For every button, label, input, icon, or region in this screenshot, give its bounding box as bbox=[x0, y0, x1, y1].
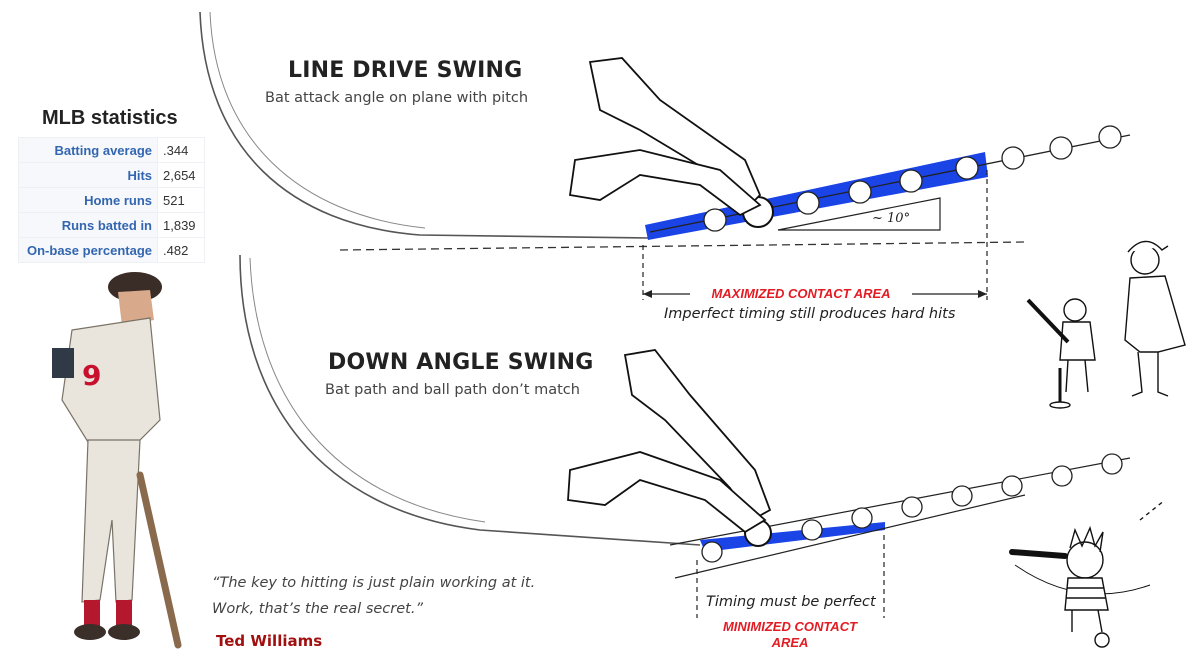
quote-line1: “The key to hitting is just plain workin… bbox=[212, 575, 536, 591]
torso bbox=[61, 317, 161, 443]
legs bbox=[81, 439, 141, 603]
coach-legs bbox=[1131, 351, 1169, 397]
ted-williams-figure: 9 bbox=[52, 272, 182, 649]
down-angle-note: Timing must be perfect bbox=[706, 594, 876, 610]
boy-bat bbox=[1009, 549, 1068, 559]
stats-value: 2,654 bbox=[157, 162, 205, 188]
swing-arc-lower bbox=[239, 254, 701, 546]
boy-body bbox=[1064, 577, 1109, 611]
balls-lower bbox=[701, 453, 1123, 563]
down-angle-subtitle: Bat path and ball path don’t match bbox=[325, 382, 580, 398]
stats-value: 1,839 bbox=[157, 212, 205, 238]
batter-legs-lower bbox=[567, 349, 772, 534]
kid-bat bbox=[1026, 298, 1070, 344]
arrowhead-right bbox=[978, 290, 987, 298]
minimized-contact-line2: AREA bbox=[771, 635, 809, 650]
line-drive-subtitle: Bat attack angle on plane with pitch bbox=[265, 90, 529, 106]
bat bbox=[136, 471, 182, 649]
line-drive-title: LINE DRIVE SWING bbox=[288, 58, 523, 83]
coach-cap bbox=[1127, 240, 1169, 253]
coach-and-kid-cartoon bbox=[1026, 240, 1186, 409]
stats-label[interactable]: On-base percentage bbox=[18, 237, 158, 263]
ball-trail bbox=[1139, 499, 1166, 521]
sock-right bbox=[116, 600, 132, 628]
kid-head bbox=[1063, 298, 1087, 322]
boy-swinging-cartoon bbox=[1009, 499, 1166, 648]
stats-value: .482 bbox=[157, 237, 205, 263]
shoe-right bbox=[108, 624, 140, 640]
stats-label[interactable]: Home runs bbox=[18, 187, 158, 213]
stats-row-batting-average: Batting average .344 bbox=[18, 137, 205, 163]
stats-value: .344 bbox=[157, 137, 205, 163]
stats-label[interactable]: Batting average bbox=[18, 137, 158, 163]
down-angle-diagram bbox=[239, 254, 1131, 618]
boy-hair bbox=[1069, 525, 1104, 553]
angle-wedge bbox=[777, 197, 941, 231]
stats-label[interactable]: Hits bbox=[18, 162, 158, 188]
boy-stripes bbox=[1066, 587, 1106, 599]
shoe-left bbox=[74, 624, 106, 640]
swing-arc-upper-inner bbox=[209, 11, 426, 229]
stats-title: MLB statistics bbox=[42, 107, 178, 129]
quote: “The key to hitting is just plain workin… bbox=[212, 570, 535, 622]
jersey-number: 9 bbox=[82, 359, 101, 392]
stats-row-home-runs: Home runs 521 bbox=[18, 187, 205, 213]
line-drive-diagram: ~ 10° bbox=[199, 11, 1131, 300]
stats-row-rbi: Runs batted in 1,839 bbox=[18, 212, 205, 238]
stats-value: 521 bbox=[157, 187, 205, 213]
coach-body bbox=[1124, 275, 1186, 353]
boy-legs bbox=[1071, 609, 1103, 633]
batter-legs-upper bbox=[568, 57, 762, 217]
swing-arc-lower-inner bbox=[249, 257, 486, 523]
minimized-contact-label: MINIMIZED CONTACT AREA bbox=[700, 619, 880, 651]
stats-table: Batting average .344 Hits 2,654 Home run… bbox=[18, 137, 205, 263]
kid-body bbox=[1059, 321, 1096, 361]
balls-upper bbox=[703, 125, 1122, 232]
sleeve-stripe bbox=[52, 348, 74, 378]
stats-row-hits: Hits 2,654 bbox=[18, 162, 205, 188]
sock-left bbox=[84, 600, 100, 628]
ground-line-upper bbox=[339, 241, 1026, 251]
down-angle-title: DOWN ANGLE SWING bbox=[328, 350, 594, 375]
stats-row-obp: On-base percentage .482 bbox=[18, 237, 205, 263]
tee-base bbox=[1049, 401, 1071, 409]
minimized-contact-line1: MINIMIZED CONTACT bbox=[722, 619, 858, 634]
quote-author: Ted Williams bbox=[216, 632, 323, 650]
swing-arc-upper bbox=[199, 11, 651, 239]
quote-line2: Work, that’s the real secret.” bbox=[212, 601, 423, 617]
line-drive-note: Imperfect timing still produces hard hit… bbox=[664, 306, 956, 322]
arrowhead-left bbox=[643, 290, 652, 298]
bat-zone-lower bbox=[700, 522, 885, 552]
ball-path-lower-lower bbox=[674, 494, 1026, 579]
kid-legs bbox=[1065, 359, 1089, 393]
boy-head bbox=[1066, 541, 1104, 579]
ground-ball bbox=[1094, 632, 1110, 648]
maximized-contact-label: MAXIMIZED CONTACT AREA bbox=[711, 286, 891, 301]
angle-label: ~ 10° bbox=[872, 211, 910, 226]
stats-label[interactable]: Runs batted in bbox=[18, 212, 158, 238]
face bbox=[118, 290, 154, 326]
